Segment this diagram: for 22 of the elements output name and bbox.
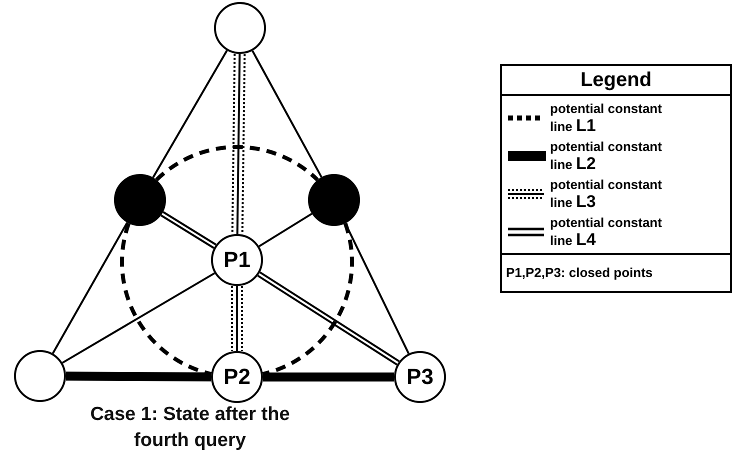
connector-line [231, 54, 246, 234]
connector-line [231, 286, 243, 351]
legend-text: potential constant line L2 [550, 138, 663, 173]
point-label: P1 [224, 249, 250, 271]
connector-line [66, 372, 212, 382]
point-label: P2 [224, 366, 250, 388]
legend-title: Legend [502, 66, 730, 96]
legend-note: P1,P2,P3: closed points [505, 264, 654, 282]
point-label: P3 [406, 366, 434, 388]
connector-line [160, 211, 216, 249]
legend-text: potential constant line L3 [550, 176, 663, 211]
connector-line [258, 212, 312, 248]
caption: Case 1: State after the fourth query [89, 403, 291, 453]
legend-text: potential constant line L4 [550, 214, 663, 249]
connector-line [152, 50, 228, 178]
legend-text: potential constant line L1 [550, 100, 663, 135]
dashed-arc [155, 145, 319, 182]
connector-line [257, 271, 400, 366]
connector-line [62, 272, 216, 364]
connector-line [52, 222, 128, 354]
connector-line [252, 50, 322, 178]
connector-line [263, 372, 394, 382]
